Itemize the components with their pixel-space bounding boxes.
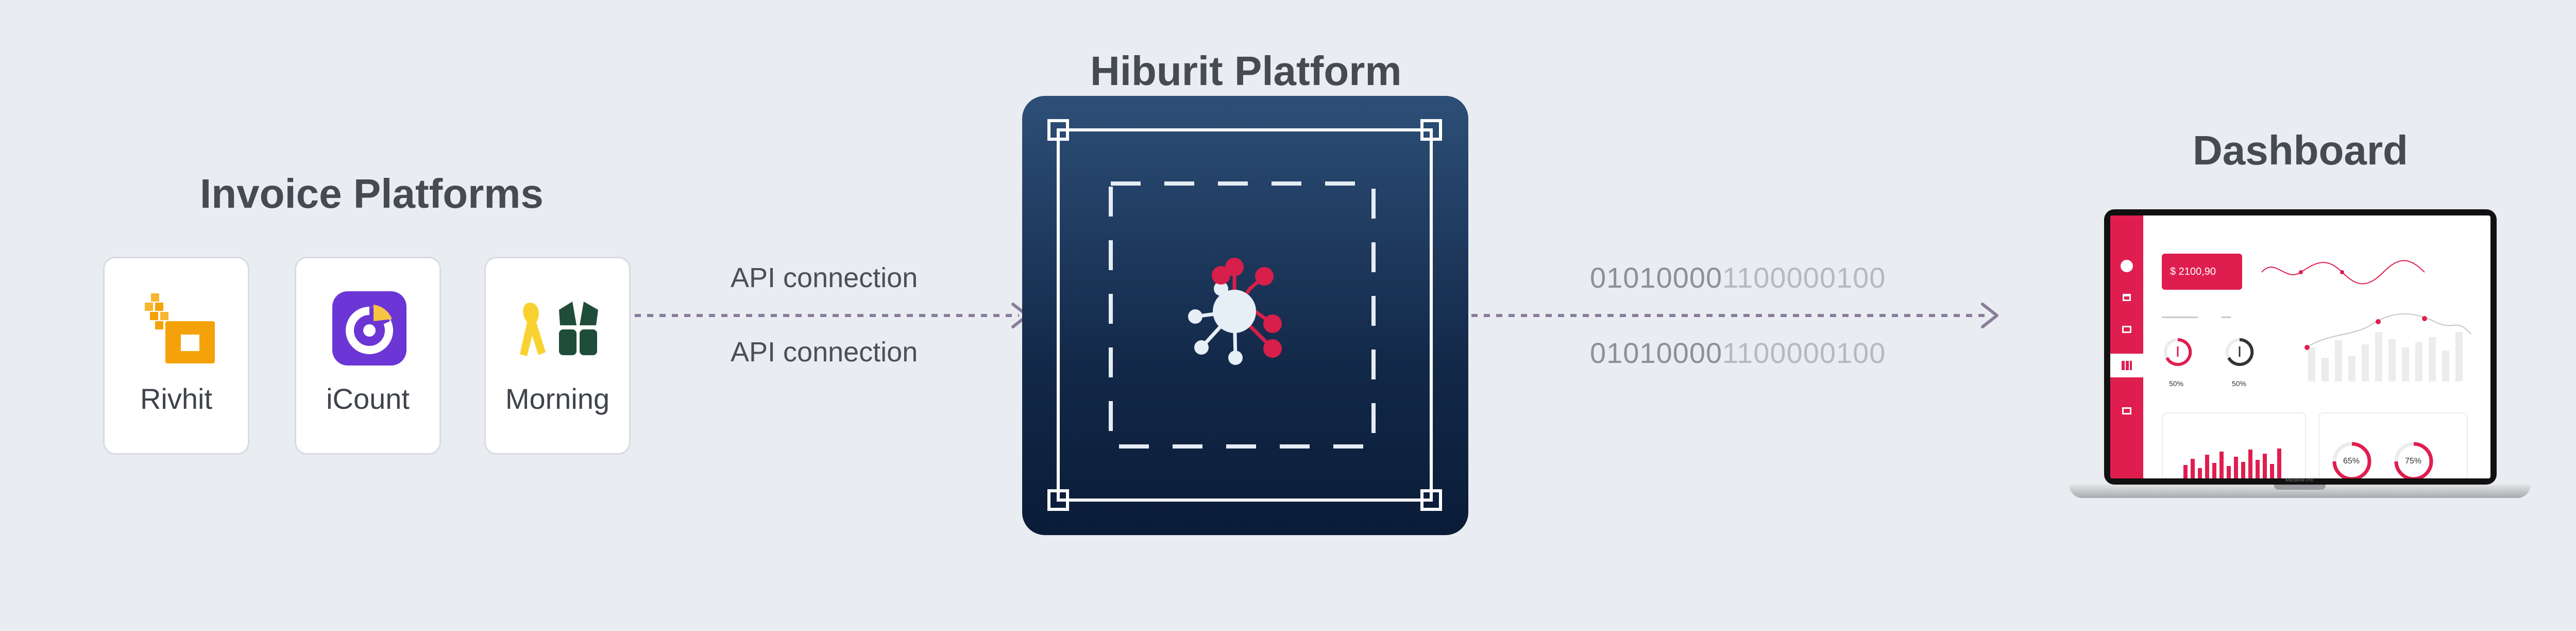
api-connection-label: API connection — [731, 262, 918, 293]
rivhit-logo-icon — [145, 293, 215, 363]
api-connection-label-2: API connection — [731, 337, 918, 368]
binary-stream-text-2: 010100001100000100 — [1590, 336, 1886, 370]
laptop-model-label: MacBook Pro — [2285, 477, 2314, 483]
platform-frame — [1047, 119, 1442, 511]
network-hub-icon — [1188, 258, 1282, 365]
rivhit-label: Rivhit — [140, 383, 213, 415]
rivhit-card[interactable]: Rivhit — [103, 257, 249, 455]
laptop-base: MacBook Pro — [2069, 477, 2531, 498]
gauge-value-2: 50% — [2232, 379, 2247, 388]
icount-label: iCount — [326, 383, 410, 415]
gauge-value-1: 50% — [2169, 379, 2184, 388]
sidebar-mail-icon[interactable] — [2122, 407, 2131, 414]
binary-stream-text: 010100001100000100 — [1590, 261, 1886, 294]
balance-value: $ 2100,90 — [2170, 266, 2216, 277]
dashboard-screen[interactable]: $ 2100,90 50% 50% — [2110, 215, 2490, 478]
ring-chart-1 — [2332, 442, 2371, 478]
binary-dark: 01010000 — [1590, 337, 1723, 369]
bar-chart-panel — [2162, 412, 2306, 478]
mini-label-line — [2162, 317, 2198, 318]
ring-value-2: 75% — [2405, 457, 2422, 466]
ring-value-1: 65% — [2343, 457, 2360, 466]
icount-card[interactable]: iCount — [295, 257, 441, 455]
binary-light: 1100000100 — [1722, 261, 1886, 294]
data-arrow-icon — [1471, 303, 1998, 328]
sidebar-home-icon[interactable] — [2123, 294, 2131, 301]
wave-line-chart — [2261, 260, 2425, 285]
mini-label-line-2 — [2222, 317, 2231, 318]
sidebar-chart-icon — [2122, 361, 2132, 370]
binary-light: 1100000100 — [1722, 337, 1886, 369]
sidebar-folder-icon[interactable] — [2122, 326, 2131, 333]
morning-logo-icon — [520, 302, 598, 356]
laptop-screen: $ 2100,90 50% 50% — [2104, 209, 2497, 485]
api-arrow-icon — [635, 303, 1029, 328]
invoice-platforms-title: Invoice Platforms — [200, 171, 544, 217]
bar-line-combo-chart — [2304, 313, 2471, 381]
morning-label: Morning — [505, 383, 610, 415]
balance-card[interactable]: $ 2100,90 — [2162, 254, 2242, 290]
gauge-chart-2 — [2226, 338, 2254, 366]
icount-logo-icon — [332, 291, 406, 366]
sidebar-avatar-icon — [2121, 260, 2133, 272]
morning-card[interactable]: Morning — [484, 257, 631, 455]
ring-chart-2 — [2394, 442, 2433, 478]
laptop-notch — [2274, 485, 2326, 490]
ring-chart-panel: 65% 75% — [2318, 412, 2468, 478]
sidebar-chart-active-item[interactable] — [2110, 354, 2143, 377]
hiburit-platform-title: Hiburit Platform — [1090, 48, 1402, 94]
dashboard-title: Dashboard — [2193, 127, 2408, 173]
binary-dark: 01010000 — [1590, 261, 1723, 294]
mini-bar-chart — [2183, 449, 2281, 478]
hiburit-platform-tile — [1022, 96, 1468, 535]
dashboard-sidebar — [2110, 215, 2143, 478]
gauge-chart-1 — [2164, 338, 2192, 366]
